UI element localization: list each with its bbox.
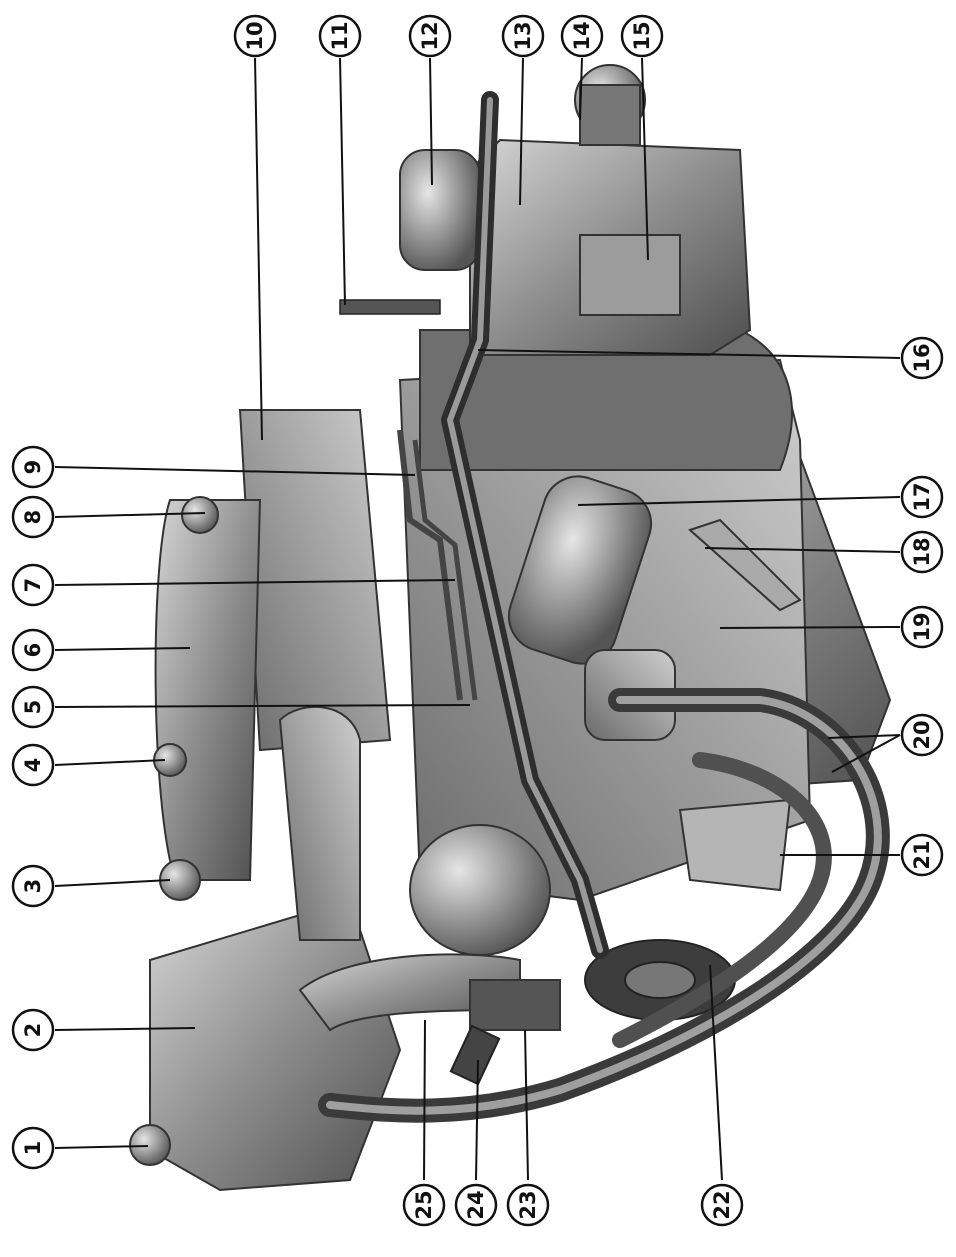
- svg-text:15: 15: [630, 21, 654, 50]
- svg-text:22: 22: [710, 1190, 734, 1219]
- callout-6: 6: [11, 628, 55, 672]
- svg-text:17: 17: [910, 482, 934, 511]
- svg-text:19: 19: [910, 612, 934, 641]
- svg-text:20: 20: [910, 720, 934, 749]
- bracket-plate: [579, 234, 681, 316]
- callout-18: 18: [900, 530, 944, 574]
- svg-text:5: 5: [21, 700, 45, 715]
- svg-text:16: 16: [910, 343, 934, 372]
- drain-plug: [688, 518, 802, 612]
- callout-12: 12: [408, 14, 452, 58]
- flexible-hose-inner: [612, 752, 832, 1048]
- svg-text:6: 6: [21, 643, 45, 658]
- callout-14: 14: [560, 14, 604, 58]
- callout-8: 8: [11, 495, 55, 539]
- callout-15: 15: [620, 14, 664, 58]
- svg-text:14: 14: [570, 21, 594, 50]
- callout-20: 20: [900, 713, 944, 757]
- svg-text:12: 12: [418, 21, 442, 50]
- callout-13: 13: [501, 14, 545, 58]
- callout-10: 10: [233, 14, 277, 58]
- svg-text:8: 8: [21, 510, 45, 525]
- svg-text:25: 25: [412, 1190, 436, 1219]
- callout-21: 21: [900, 833, 944, 877]
- callout-25: 25: [402, 1183, 446, 1227]
- callout-17: 17: [900, 475, 944, 519]
- callout-23: 23: [506, 1183, 550, 1227]
- callout-16: 16: [900, 336, 944, 380]
- starter-motor: [399, 149, 481, 271]
- svg-text:23: 23: [516, 1190, 540, 1219]
- svg-text:3: 3: [21, 879, 45, 894]
- svg-text:9: 9: [21, 460, 45, 475]
- cylinder-head: [238, 409, 392, 752]
- exhaust-manifold: [154, 499, 262, 881]
- svg-text:21: 21: [910, 840, 934, 869]
- svg-text:13: 13: [511, 21, 535, 50]
- callout-4: 4: [11, 743, 55, 787]
- callout-5: 5: [11, 685, 55, 729]
- callout-24: 24: [454, 1183, 498, 1227]
- filler-cap: [129, 1124, 171, 1166]
- callout-1: 1: [11, 1126, 55, 1170]
- oil-filter: [507, 475, 653, 665]
- fuel-connector: [449, 1024, 501, 1086]
- svg-text:2: 2: [21, 1023, 45, 1038]
- control-lever: [339, 299, 441, 315]
- flywheel-housing: [419, 329, 793, 471]
- engine-illustration: [129, 64, 892, 1192]
- callout-7: 7: [11, 563, 55, 607]
- callout-22: 22: [700, 1183, 744, 1227]
- intake-elbow: [278, 706, 361, 941]
- callouts: 1 2 3 4 5 6 7 8 9 10 11 12 13 14 15 16 1…: [11, 14, 944, 1227]
- callout-3: 3: [11, 864, 55, 908]
- output-shaft: [579, 84, 641, 146]
- svg-text:4: 4: [21, 758, 45, 773]
- mounting-bracket: [678, 798, 792, 892]
- callout-11: 11: [318, 14, 362, 58]
- air-intake-housing: [149, 898, 402, 1192]
- svg-text:1: 1: [21, 1141, 45, 1156]
- coolant-pump: [409, 824, 551, 956]
- svg-text:10: 10: [243, 21, 267, 50]
- svg-text:11: 11: [328, 21, 352, 50]
- callout-2: 2: [11, 1008, 55, 1052]
- svg-text:7: 7: [21, 578, 45, 593]
- callout-19: 19: [900, 605, 944, 649]
- svg-text:18: 18: [910, 537, 934, 566]
- callout-9: 9: [11, 445, 55, 489]
- leader-lines: [54, 57, 901, 1181]
- svg-text:24: 24: [464, 1190, 488, 1219]
